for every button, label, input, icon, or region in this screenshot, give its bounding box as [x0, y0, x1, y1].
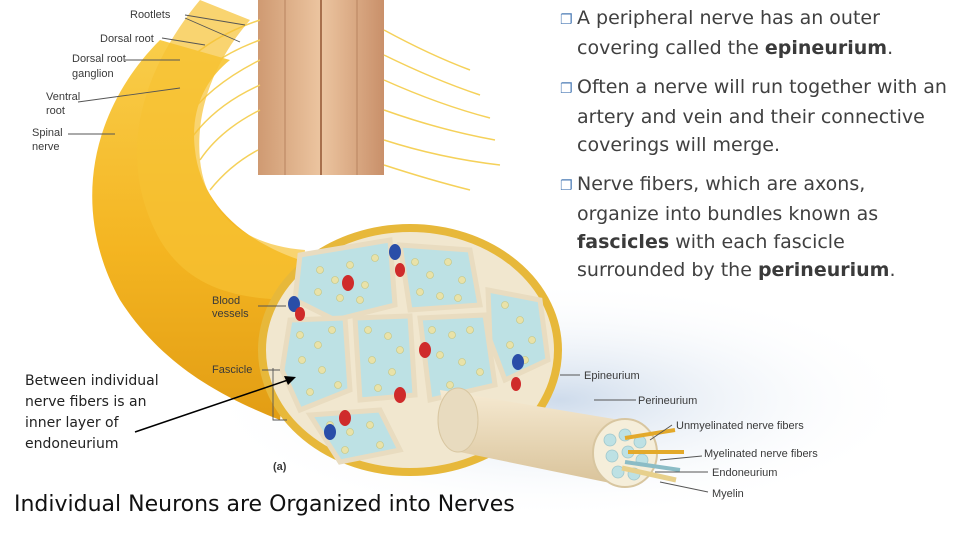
label-dorsal-root-ganglion-line1: Dorsal root — [72, 53, 126, 65]
label-endoneurium: Endoneurium — [712, 467, 777, 479]
label-blood-vessels-line2: vessels — [212, 308, 249, 320]
rootlets — [169, 19, 501, 191]
label-spinal-nerve-line1: Spinal — [32, 127, 63, 139]
label-epineurium: Epineurium — [584, 370, 640, 382]
bullet-bold-text: epineurium — [764, 37, 888, 59]
label-rootlets: Rootlets — [130, 9, 171, 21]
label-fascicle: Fascicle — [212, 364, 252, 376]
bullet-text: Nerve fibers, which are axons, organize … — [577, 173, 879, 225]
pointer-arrow — [134, 376, 296, 433]
bullet-text: A peripheral nerve has an outer covering… — [577, 7, 880, 59]
bullet-item: ❐A peripheral nerve has an outer coverin… — [560, 4, 950, 62]
bullet-item: ❐Nerve fibers, which are axons, organize… — [560, 170, 950, 284]
bullet-text-end: . — [889, 259, 896, 281]
spinal-cord — [258, 0, 384, 175]
bullet-text: Often a nerve will run together with an … — [577, 76, 947, 156]
extracted-fascicle — [437, 387, 684, 488]
endoneurium-note: Between individual nerve fibers is an in… — [25, 373, 159, 452]
bullet-text-middle: with each fascicle surrounded by the — [577, 231, 845, 281]
label-myelin: Myelin — [712, 488, 744, 500]
blood-vessels — [288, 244, 524, 440]
bullet-text-end: . — [887, 37, 894, 59]
label-spinal-nerve-line2: nerve — [32, 141, 60, 153]
bullet-bold-text: fascicles — [577, 231, 670, 253]
bullet-list: ❐A peripheral nerve has an outer coverin… — [560, 4, 950, 295]
label-unmyelinated-fibers: Unmyelinated nerve fibers — [676, 420, 804, 432]
page-turn-icon: ❐ — [560, 81, 573, 97]
page-turn-icon: ❐ — [560, 178, 573, 194]
diagram-labels: Rootlets Dorsal root Dorsal root ganglio… — [32, 9, 818, 500]
label-perineurium: Perineurium — [638, 395, 697, 407]
label-blood-vessels-line1: Blood — [212, 295, 240, 307]
bullet-item: ❐Often a nerve will run together with an… — [560, 73, 950, 159]
label-dorsal-root: Dorsal root — [100, 33, 154, 45]
label-dorsal-root-ganglion-line2: ganglion — [72, 68, 114, 80]
label-panel: (a) — [273, 461, 287, 473]
slide-caption: Individual Neurons are Organized into Ne… — [14, 492, 515, 517]
page-turn-icon: ❐ — [560, 12, 573, 28]
label-ventral-root-line1: Ventral — [46, 91, 80, 103]
label-myelinated-fibers: Myelinated nerve fibers — [704, 448, 818, 460]
label-ventral-root-line2: root — [46, 105, 65, 117]
bullet-bold-text-2: perineurium — [757, 259, 890, 281]
nerve-fiber-dots — [296, 254, 536, 454]
